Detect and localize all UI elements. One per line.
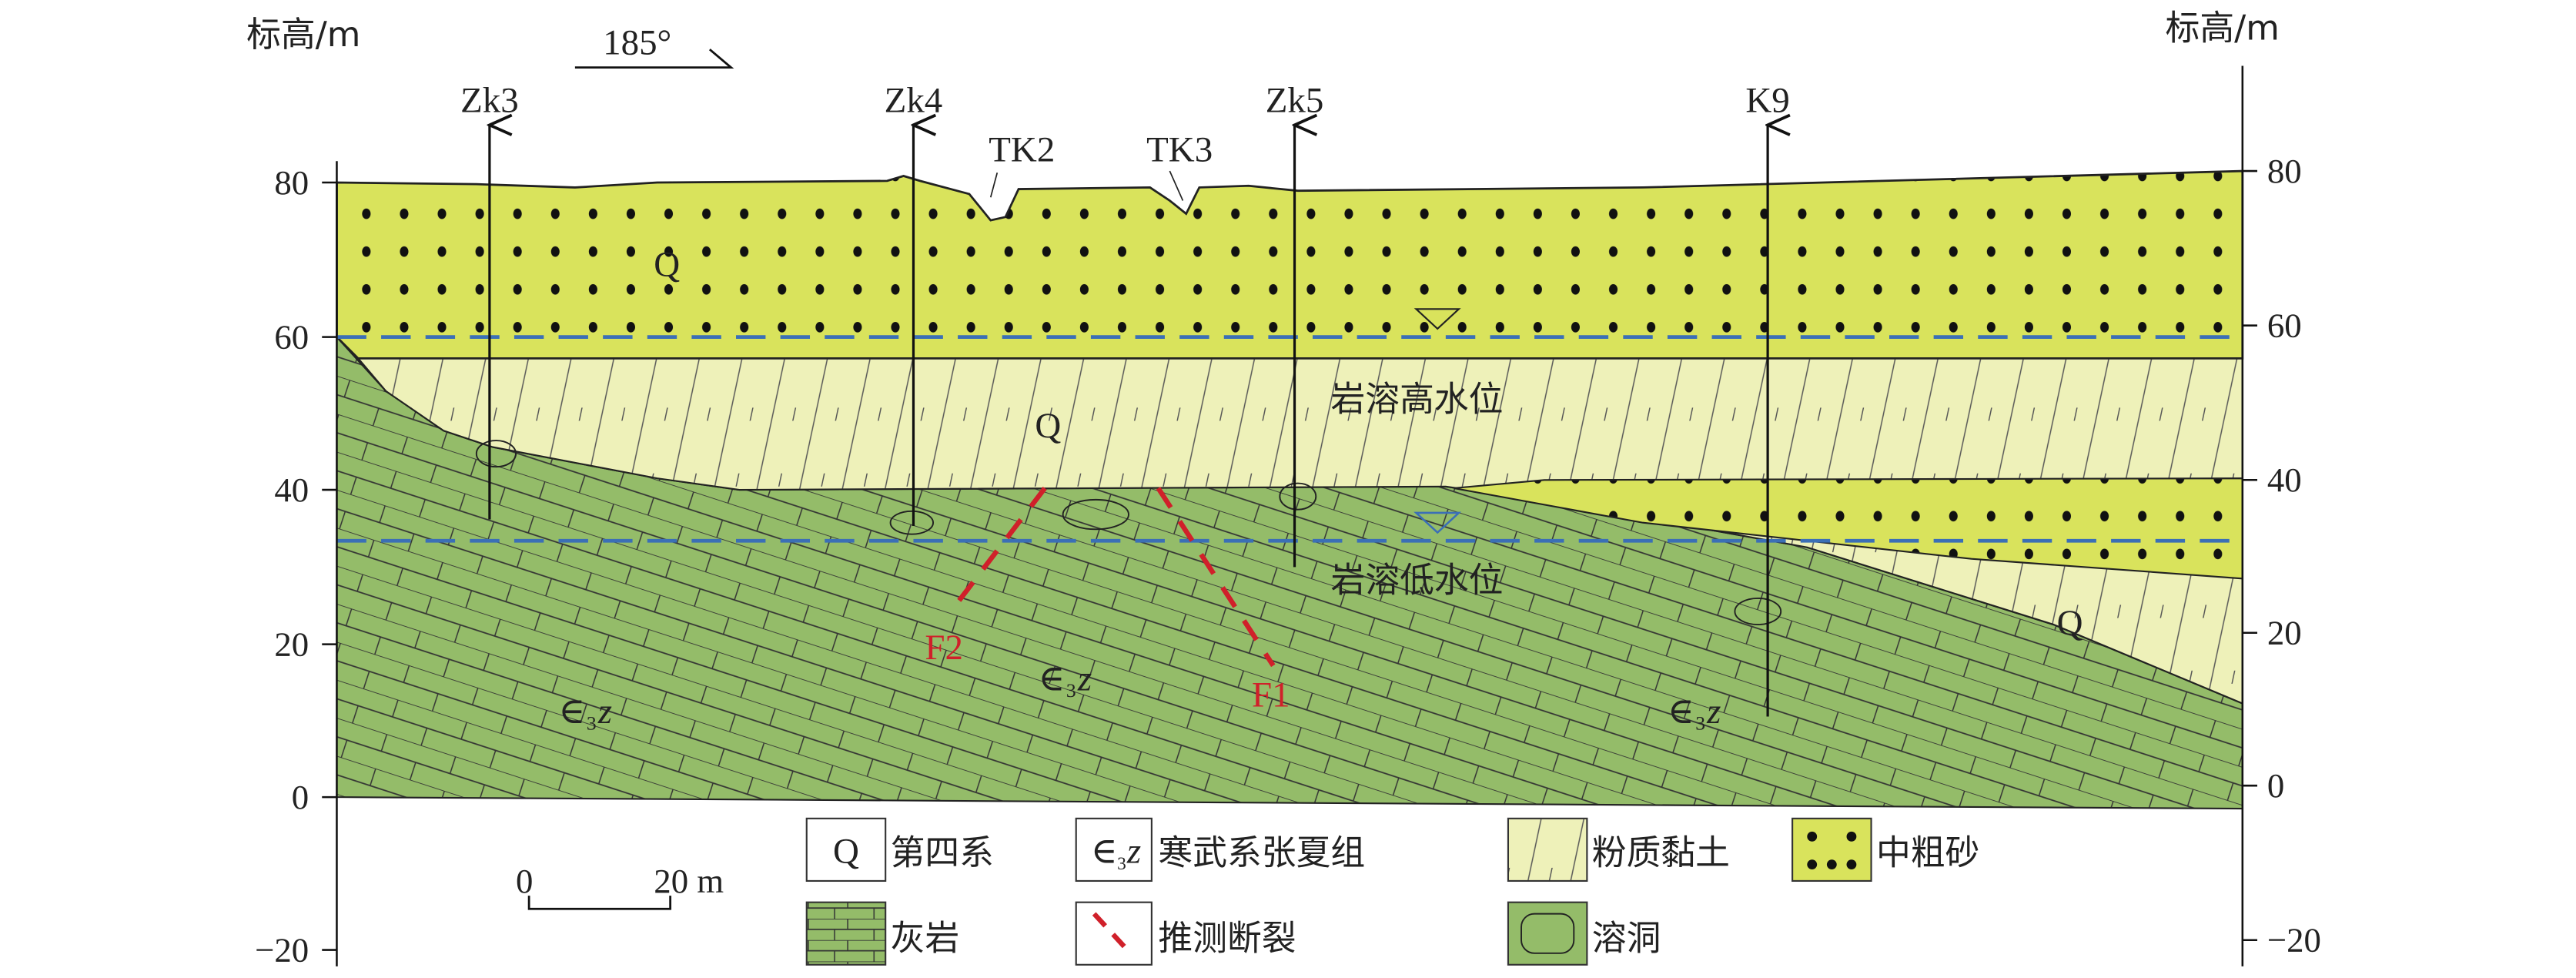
pit-leader [989, 172, 999, 198]
svg-text:40: 40 [2267, 461, 2302, 499]
fault-label-f1: F1 [1252, 675, 1290, 715]
svg-text:0: 0 [2267, 766, 2284, 805]
pit-leader [1169, 170, 1184, 201]
svg-text:∈: ∈ [1668, 692, 1694, 732]
svg-text:∈: ∈ [1039, 658, 1066, 698]
direction-arrow [574, 49, 734, 69]
svg-text:80: 80 [2267, 152, 2302, 190]
karst-cave-icon [475, 440, 517, 468]
scale-start: 0 [516, 862, 533, 900]
karst-cave-icon [1062, 498, 1129, 531]
left-tick-labels: 80 60 40 20 0 −20 [255, 163, 309, 970]
svg-text:∈: ∈ [559, 692, 586, 732]
fault-f1 [1156, 487, 1276, 668]
svg-text:3: 3 [587, 712, 597, 735]
borehole-label: K9 [1745, 80, 1789, 120]
svg-text:20: 20 [2267, 614, 2302, 652]
svg-text:3: 3 [1066, 679, 1076, 702]
pit-label: TK2 [989, 129, 1055, 169]
legend-swatch-sand [1791, 817, 1872, 883]
sand-layer [336, 169, 2244, 360]
karst-cave-icon [1734, 597, 1782, 626]
karst-caves [475, 440, 1782, 626]
legend-label: 灰岩 [891, 918, 960, 959]
pit-label: TK3 [1146, 129, 1213, 169]
svg-text:−20: −20 [255, 931, 309, 970]
borehole-label: Zk5 [1266, 80, 1324, 120]
legend-swatch-quaternary [805, 817, 887, 883]
svg-text:40: 40 [274, 471, 309, 509]
right-axis-title: 标高/m [2166, 7, 2280, 48]
high-water-level-label: 岩溶高水位 [1330, 379, 1503, 420]
low-water-level-label: 岩溶低水位 [1330, 559, 1503, 600]
left-axis-title: 标高/m [246, 14, 360, 55]
water-table-icon [1413, 511, 1462, 534]
svg-text:z: z [1077, 658, 1092, 698]
right-axis [2241, 65, 2258, 966]
svg-text:3: 3 [1695, 712, 1705, 735]
fault-f2 [947, 486, 1047, 615]
legend-label: 溶洞 [1592, 918, 1661, 959]
borehole-label: Zk4 [885, 80, 943, 120]
scale-end: 20 m [654, 862, 724, 900]
legend-swatch-silty-clay [1507, 817, 1588, 883]
svg-text:0: 0 [292, 778, 309, 816]
right-tick-labels: 80 60 40 20 0 −20 [2267, 152, 2321, 960]
svg-text:z: z [1706, 692, 1721, 732]
fault-label-f2: F2 [925, 628, 963, 668]
karst-cave-icon [889, 510, 935, 535]
legend-swatch-karst-cave [1507, 901, 1588, 966]
karst-cave-icon [1279, 482, 1317, 511]
legend-label: 第四系 [891, 832, 994, 873]
svg-text:−20: −20 [2267, 921, 2321, 960]
legend-swatch-limestone [805, 901, 887, 966]
svg-text:60: 60 [2267, 306, 2302, 345]
svg-text:20: 20 [274, 625, 309, 664]
section-direction: 185° [603, 23, 671, 63]
borehole-label: Zk3 [460, 80, 519, 120]
legend-label: 粉质黏土 [1592, 832, 1730, 873]
legend: Q 寒武系张夏组 第四系 ∈3z 寒武系张夏组 粉质黏土 中粗砂 灰岩 推测断裂… [805, 817, 1979, 966]
legend-label: 推测断裂 [1158, 918, 1296, 959]
legend-swatch-cambrian [1075, 817, 1153, 883]
legend-label: 寒武系张夏组 [1158, 832, 1365, 873]
unit-label-q: Q [2057, 603, 2083, 643]
unit-label-q: Q [654, 245, 680, 285]
svg-text:z: z [1126, 831, 1141, 871]
svg-text:z: z [597, 692, 612, 732]
svg-text:Q: Q [833, 831, 859, 871]
water-table-icon [1413, 308, 1461, 330]
svg-text:60: 60 [274, 318, 309, 357]
legend-label: 中粗砂 [1876, 832, 1979, 873]
svg-text:3: 3 [1117, 854, 1126, 874]
left-axis [322, 161, 338, 966]
unit-label-q: Q [1035, 406, 1061, 446]
legend-swatch-fault [1075, 901, 1153, 966]
svg-text:∈: ∈ [1091, 831, 1118, 871]
scale-bar [527, 896, 672, 910]
svg-text:80: 80 [274, 163, 309, 202]
